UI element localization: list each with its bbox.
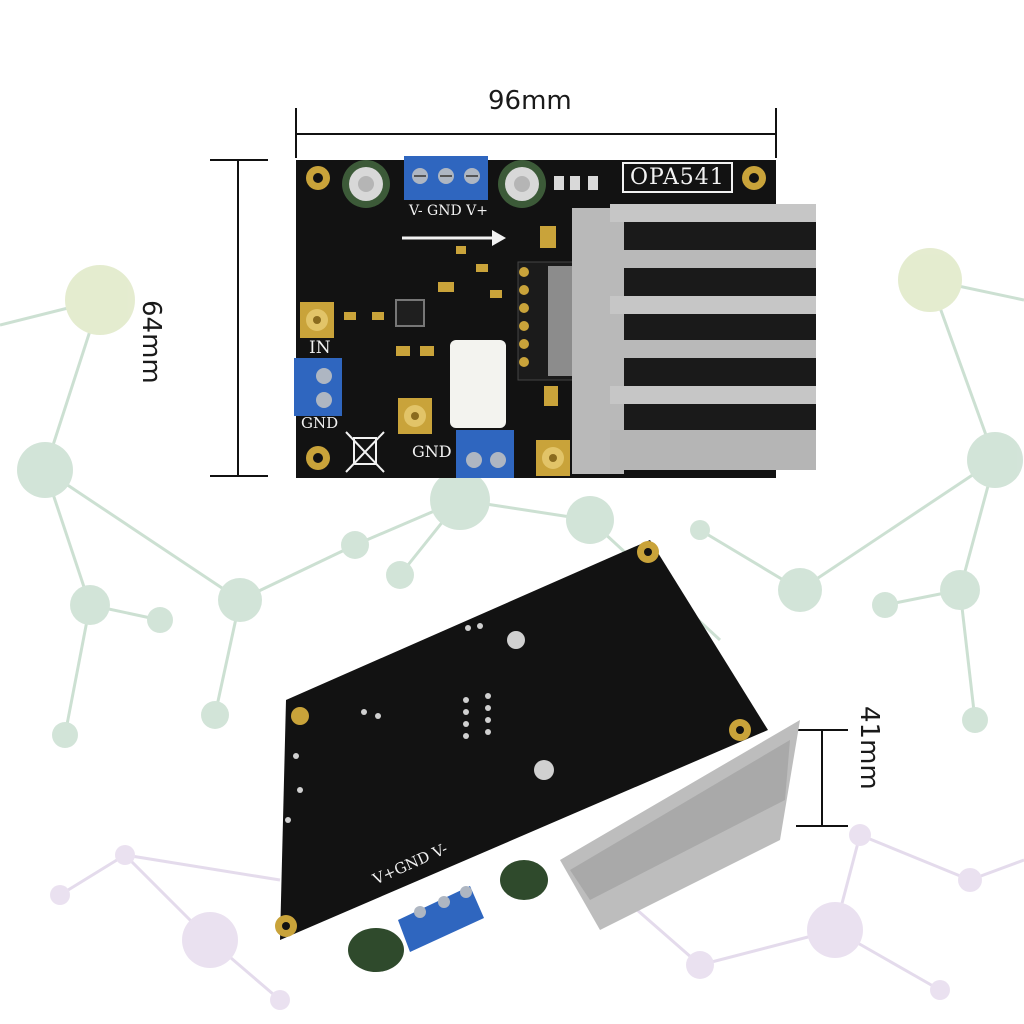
terminal-bottom-view [398,886,484,952]
ic-chip [395,299,425,327]
board-top-view [294,156,816,478]
ground-label-left: GND [301,414,339,432]
network-background [0,248,1024,1010]
power-resistor [450,340,506,428]
sma-connector-middle [398,398,432,434]
dimension-lines [210,108,848,827]
terminal-input [294,358,342,416]
heatsink-top [572,204,816,474]
power-terminal-label: V- GND V+ [409,203,488,219]
board-angled-view [275,540,800,972]
arrow-icon [402,230,506,246]
ground-label-bottom: GND [412,442,452,461]
weee-icon [345,431,385,473]
smd-leds [554,176,598,190]
depth-dimension-label: 41mm [854,706,884,790]
chip-model-label: OPA541 [622,162,733,193]
smd-components [344,226,558,406]
sma-connector-output [536,440,570,476]
input-label: IN [309,338,331,358]
terminal-top [404,156,488,200]
solder-points [285,623,554,823]
capacitors-bottom [348,860,548,972]
pcb-bottom [280,540,768,940]
terminal-gnd-bottom [456,430,514,478]
capacitor-left [342,160,390,208]
width-dimension-label: 96mm [488,86,572,116]
height-dimension-label: 64mm [136,300,166,384]
sma-connector-input [300,302,334,338]
transistor-pins [517,261,575,381]
capacitor-right [498,160,546,208]
